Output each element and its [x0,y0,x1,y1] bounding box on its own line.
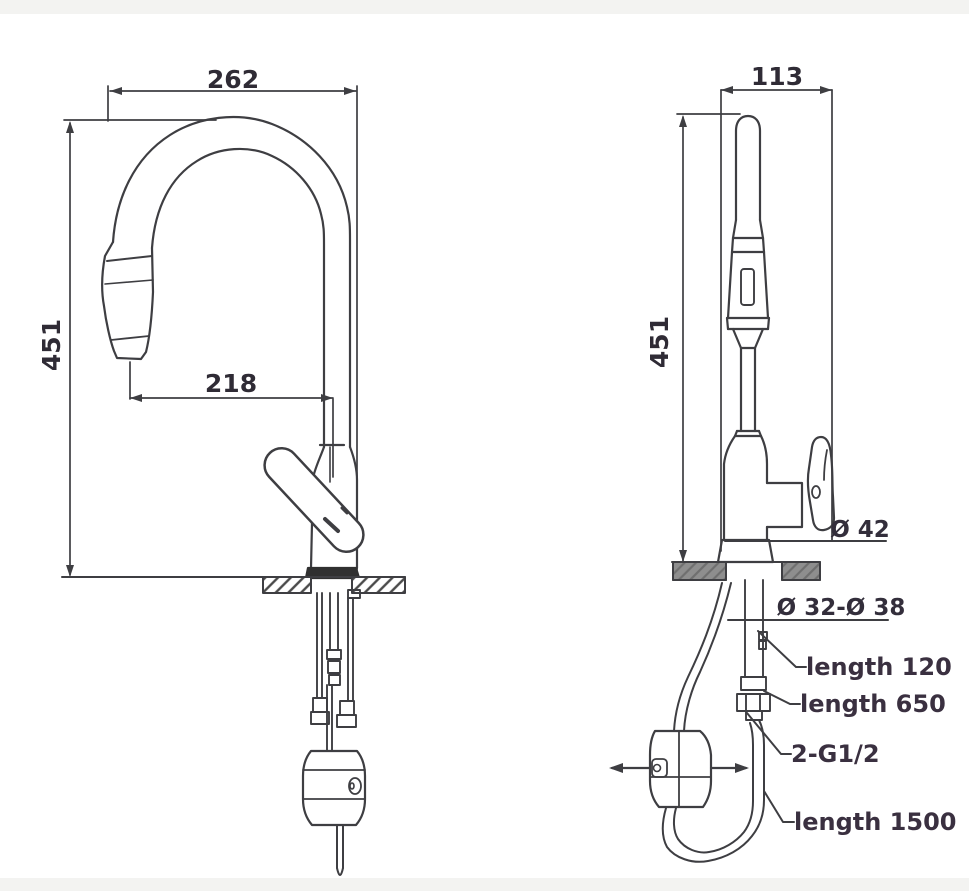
side-deck [671,561,821,581]
side-sprayer-button [740,268,755,306]
side-shank [736,579,771,721]
side-body [716,434,804,564]
scan-edge-bottom [0,878,969,891]
side-hose-loop [661,582,765,863]
thread-spec-label: 2-G1/2 [791,740,880,768]
front-sprayer-head [101,240,155,361]
supply-hose-length-label: length 650 [800,690,946,718]
side-handle [806,435,836,532]
side-spout [725,114,771,438]
front-dim-height [63,119,217,577]
side-dim-height [676,113,741,562]
shank-length-label: length 120 [806,653,952,681]
hole-diameter-label: Ø 32-Ø 38 [777,595,906,621]
front-hose-end [336,824,344,876]
front-spout-outline [111,115,352,449]
front-height-label: 451 [37,319,66,371]
front-counterweight [301,749,367,827]
side-view [609,86,889,863]
side-counterweight [648,729,713,809]
side-width-label: 113 [751,62,803,91]
side-weight-arrow [609,763,749,773]
front-deck [61,576,406,594]
base-diameter-label: Ø 42 [830,517,890,543]
scan-edge-top [0,0,969,14]
front-underdeck [310,589,361,752]
side-callout-leaders [724,540,889,823]
front-view [61,85,406,876]
front-handle [263,447,365,553]
side-base [716,538,775,564]
pullout-hose-length-label: length 1500 [794,808,956,836]
front-reach-label: 218 [205,369,257,398]
side-height-label: 451 [645,316,674,368]
front-width-label: 262 [207,65,259,94]
